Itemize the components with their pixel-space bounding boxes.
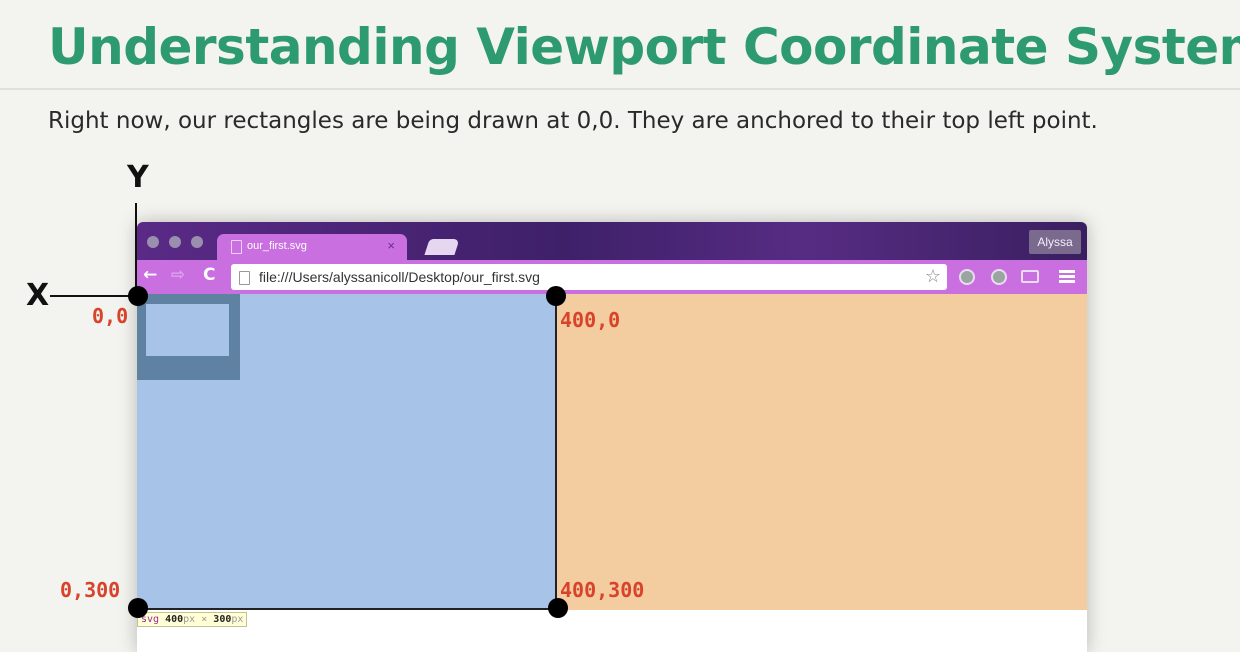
extension-icon[interactable] xyxy=(959,269,975,285)
profile-button[interactable]: Alyssa xyxy=(1029,230,1081,254)
new-tab-button[interactable] xyxy=(424,239,460,255)
coordinate-label-bottom-right: 400,300 xyxy=(560,578,645,602)
extension-icon[interactable] xyxy=(991,269,1007,285)
back-arrow-icon[interactable]: ← xyxy=(143,265,158,285)
tooltip-times: × xyxy=(201,614,208,625)
x-axis-line xyxy=(50,295,138,297)
bookmark-star-icon[interactable]: ☆ xyxy=(924,266,941,287)
top-right-point-marker xyxy=(546,286,566,306)
browser-title-bar: our_first.svg × Alyssa xyxy=(137,222,1087,261)
reload-icon[interactable]: C xyxy=(203,265,216,285)
outer-rectangle xyxy=(137,294,240,380)
y-axis-line xyxy=(135,203,137,298)
tooltip-element-name: svg xyxy=(141,614,160,625)
cast-icon[interactable] xyxy=(1021,270,1039,283)
coordinate-label-bottom-left: 0,300 xyxy=(60,578,121,602)
x-axis-label: X xyxy=(26,278,50,313)
browser-toolbar: ← ⇨ C file:///Users/alyssanicoll/Desktop… xyxy=(137,260,1087,294)
browser-window: our_first.svg × Alyssa ← ⇨ C file:///Use… xyxy=(137,222,1087,652)
tab-title: our_first.svg xyxy=(247,240,307,252)
window-minimize-dot-icon[interactable] xyxy=(169,236,181,248)
origin-point-marker xyxy=(128,286,148,306)
window-close-dot-icon[interactable] xyxy=(147,236,159,248)
slide-subtitle: Right now, our rectangles are being draw… xyxy=(48,108,1098,134)
svg-viewport xyxy=(137,294,557,610)
bottom-left-point-marker xyxy=(128,598,148,618)
tab-our-first-svg[interactable]: our_first.svg × xyxy=(217,234,407,261)
tooltip-unit: px xyxy=(183,614,196,625)
window-zoom-dot-icon[interactable] xyxy=(191,236,203,248)
tooltip-width: 400 xyxy=(165,614,184,625)
url-text[interactable]: file:///Users/alyssanicoll/Desktop/our_f… xyxy=(259,269,540,285)
page-icon xyxy=(231,240,242,254)
slide-title: Understanding Viewport Coordinate System xyxy=(48,18,1240,76)
tooltip-height: 300 xyxy=(213,614,232,625)
tooltip-unit: px xyxy=(231,614,244,625)
page-background xyxy=(137,294,1087,610)
page-icon xyxy=(239,271,250,285)
coordinate-label-top-right: 400,0 xyxy=(560,308,621,332)
inner-rectangle xyxy=(146,304,229,356)
y-axis-label: Y xyxy=(127,160,149,195)
forward-arrow-icon[interactable]: ⇨ xyxy=(171,265,186,285)
devtools-size-tooltip: svg 400px × 300px xyxy=(137,612,248,627)
title-divider xyxy=(0,88,1240,90)
tab-close-icon[interactable]: × xyxy=(387,238,395,253)
bottom-right-point-marker xyxy=(548,598,568,618)
page-content: svg 400px × 300px xyxy=(137,294,1087,652)
address-bar[interactable]: file:///Users/alyssanicoll/Desktop/our_f… xyxy=(231,264,947,290)
coordinate-label-top-left: 0,0 xyxy=(92,304,129,328)
menu-icon[interactable] xyxy=(1059,270,1075,284)
